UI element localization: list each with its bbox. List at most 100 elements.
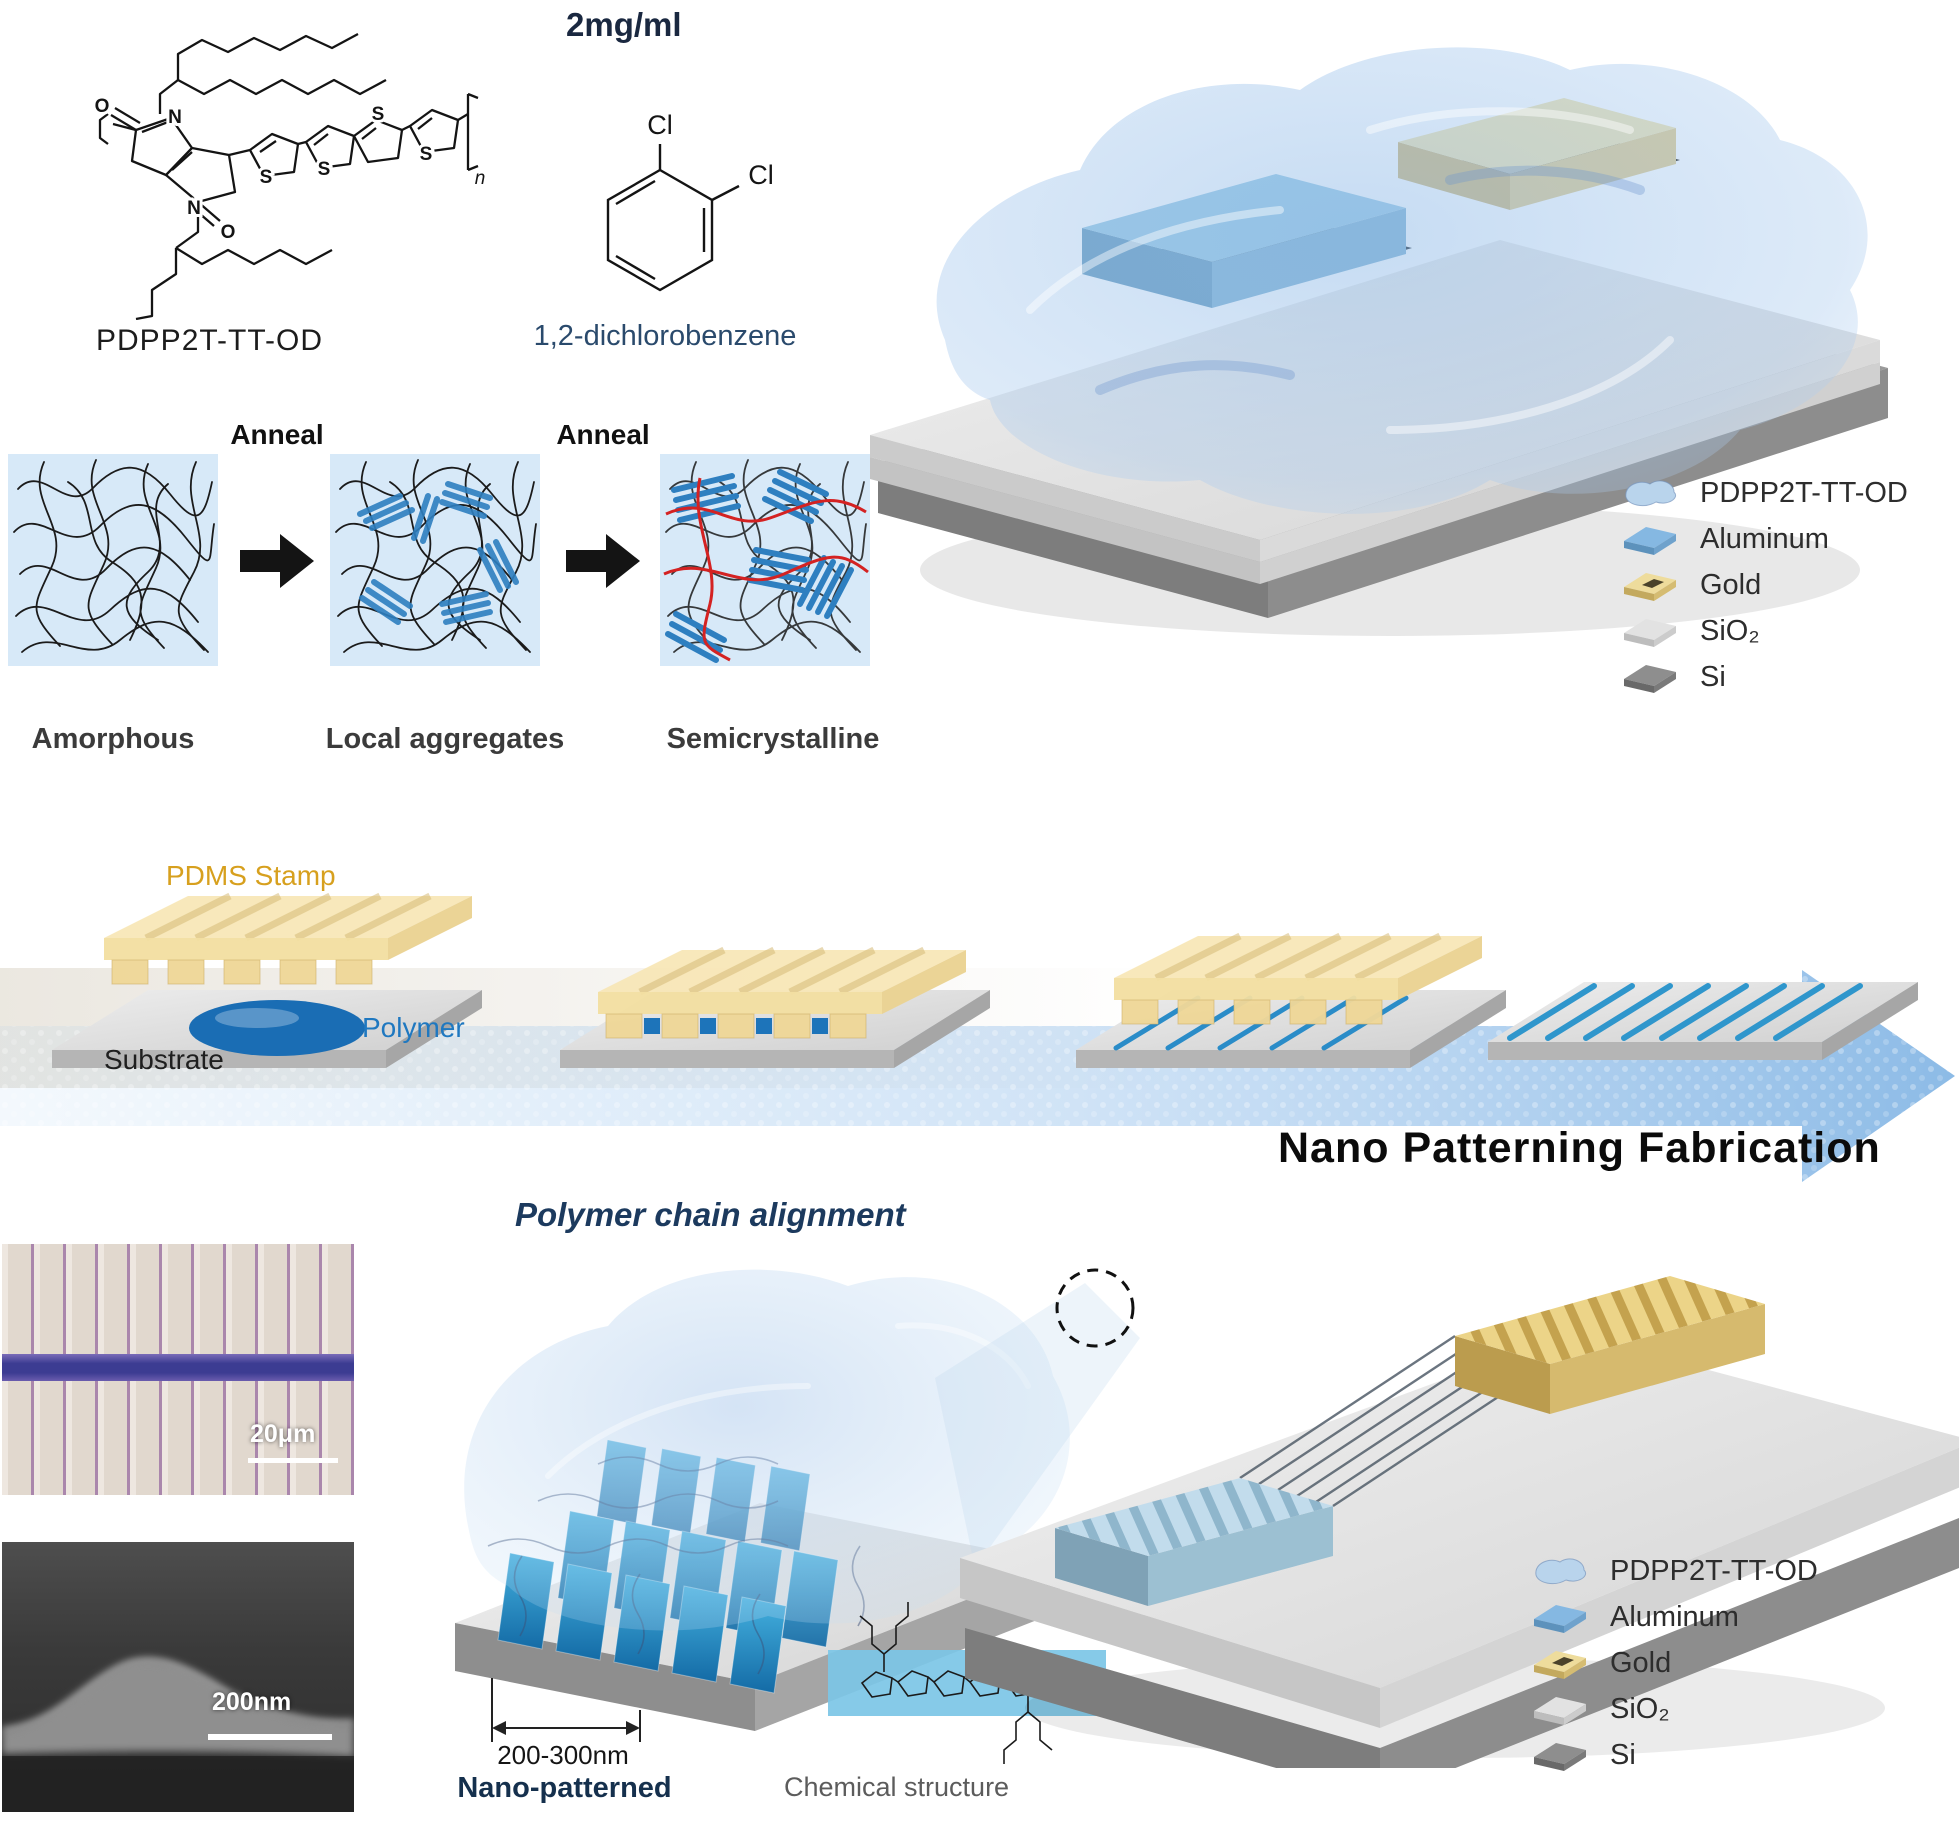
legend-item-gold: Gold [1524,1640,1818,1686]
solvent-structure-drawing: Cl Cl [606,110,774,292]
nano-patterned-label: Nano-patterned [457,1772,672,1804]
atom-s-label: S [260,167,273,188]
legend-item-si: Si [1524,1732,1818,1778]
sio2-slab [960,1333,1959,1728]
legend-item-aluminum: Aluminum [1614,516,1908,562]
optical-scale-bar [248,1458,338,1463]
aluminum-layer-icon [1534,1605,1586,1633]
legend-label: PDPP2T-TT-OD [1610,1554,1818,1587]
stamp-station-2 [560,950,990,1068]
patterned-substrate [1488,982,1918,1060]
atom-s-label: S [420,144,433,165]
aluminum-layer-icon [1624,527,1676,555]
legend-label: Si [1700,660,1726,693]
legend-item-polymer: PDPP2T-TT-OD [1614,470,1908,516]
legend-label: Aluminum [1610,1600,1739,1633]
substrate-label: Substrate [104,1044,224,1075]
atom-s-label: S [318,159,331,180]
device-3d-illustration-top [870,47,1888,636]
si-layer-icon [1534,1743,1586,1771]
polymer-bonds [98,32,479,320]
stage-semicrystalline-label: Semicrystalline [667,723,880,755]
semicrystalline-illustration [660,454,870,666]
legend-label: Si [1610,1738,1636,1771]
sem-scale-label: 200nm [212,1688,292,1716]
dome-highlights [545,1322,1031,1479]
atom-cl-label: Cl [647,110,673,140]
zoom-circle [1055,1268,1135,1348]
nano-patterning-process [0,848,1955,1182]
atom-s-label: S [372,104,385,125]
sem-micrograph: 200nm [2,1542,354,1812]
process-title: Nano Patterning Fabrication [1278,1124,1881,1172]
polymer-layer-icon [1535,1558,1586,1585]
amorphous-illustration [8,454,218,666]
gold-layer-icon [1624,573,1676,601]
legend-item-aluminum: Aluminum [1524,1594,1818,1640]
atom-n-label: N [168,107,182,128]
legend-label: SiO₂ [1610,1692,1670,1725]
atom-cl-label: Cl [748,160,774,190]
stage-aggregates-label: Local aggregates [326,723,565,755]
legend-label: Gold [1700,568,1762,601]
gold-patterned-electrode [1455,1276,1765,1414]
polymer-name-label: PDPP2T-TT-OD [96,324,324,357]
stage-amorphous-label: Amorphous [32,723,195,755]
zoom-beam [935,1283,1140,1568]
dimension-arrowhead-left [492,1721,506,1735]
stamp-station-1 [52,896,482,1068]
legend-label: PDPP2T-TT-OD [1700,476,1908,509]
optical-scale-label: 20μm [250,1420,316,1448]
fabrication-arrow [0,970,1955,1182]
legend-label: SiO₂ [1700,614,1760,647]
legend-item-gold: Gold [1614,562,1908,608]
legend-item-sio2: SiO₂ [1524,1686,1818,1732]
blob-highlights [1026,107,1674,434]
atom-n-label: N [187,198,201,219]
sio2-layer-icon [1624,619,1676,647]
legend-label: Gold [1610,1646,1672,1679]
device-3d-illustration-bottom [935,1268,1959,1768]
atom-o-label: O [95,96,110,117]
atom-o-label: O [221,222,236,243]
polymer-film-blob [936,47,1868,514]
legend-item-si: Si [1614,654,1908,700]
si-slab [965,1518,1959,1768]
atom-labels: N N O O S S S S n [92,93,486,246]
width-range-label: 200-300nm [497,1740,629,1770]
anneal-arrow-2 [566,534,640,588]
benzene-ring [606,144,740,292]
legend-item-sio2: SiO₂ [1614,608,1908,654]
anneal-arrow-1 [240,534,314,588]
polymer-microwire [2,1354,354,1381]
annealing-sequence: Anneal Anneal Amorphous Local aggregates… [8,419,880,755]
dimension-arrowhead-right [626,1721,640,1735]
optical-micrograph: 20μm [2,1244,354,1495]
device-legend-bottom: PDPP2T-TT-OD Aluminum Gold SiO₂ Si [1524,1548,1818,1778]
nano-wire-lines [1239,1334,1549,1508]
repeat-unit-label: n [475,168,486,189]
device-legend-top: PDPP2T-TT-OD Aluminum Gold SiO₂ Si [1614,470,1908,700]
blob-wrinkles [1095,165,1645,395]
legend-item-polymer: PDPP2T-TT-OD [1524,1548,1818,1594]
sem-ridge-profile [2,1658,354,1812]
chlorine-labels: Cl Cl [647,110,774,190]
sio2-layer-icon [1534,1697,1586,1725]
pdms-stamp-label: PDMS Stamp [166,860,336,891]
polymer-structure-drawing: N N O O S S S S n [92,32,486,320]
dimension-lines [491,1678,641,1742]
alignment-film-dome [464,1269,1070,1631]
stamp-station-3 [1076,936,1506,1068]
polymer-layer-icon [1625,480,1676,507]
anneal-label-2: Anneal [556,419,649,450]
solvent-name-label: 1,2-dichlorobenzene [533,320,797,352]
legend-label: Aluminum [1700,522,1829,555]
gold-layer-icon [1534,1651,1586,1679]
chemical-structure-label: Chemical structure [784,1772,1010,1802]
si-layer-icon [1624,665,1676,693]
concentration-label: 2mg/ml [566,6,682,43]
alignment-title: Polymer chain alignment [515,1196,906,1233]
anneal-label-1: Anneal [230,419,323,450]
aluminum-patterned-electrode [1055,1478,1333,1606]
local-aggregates-illustration [330,454,540,666]
